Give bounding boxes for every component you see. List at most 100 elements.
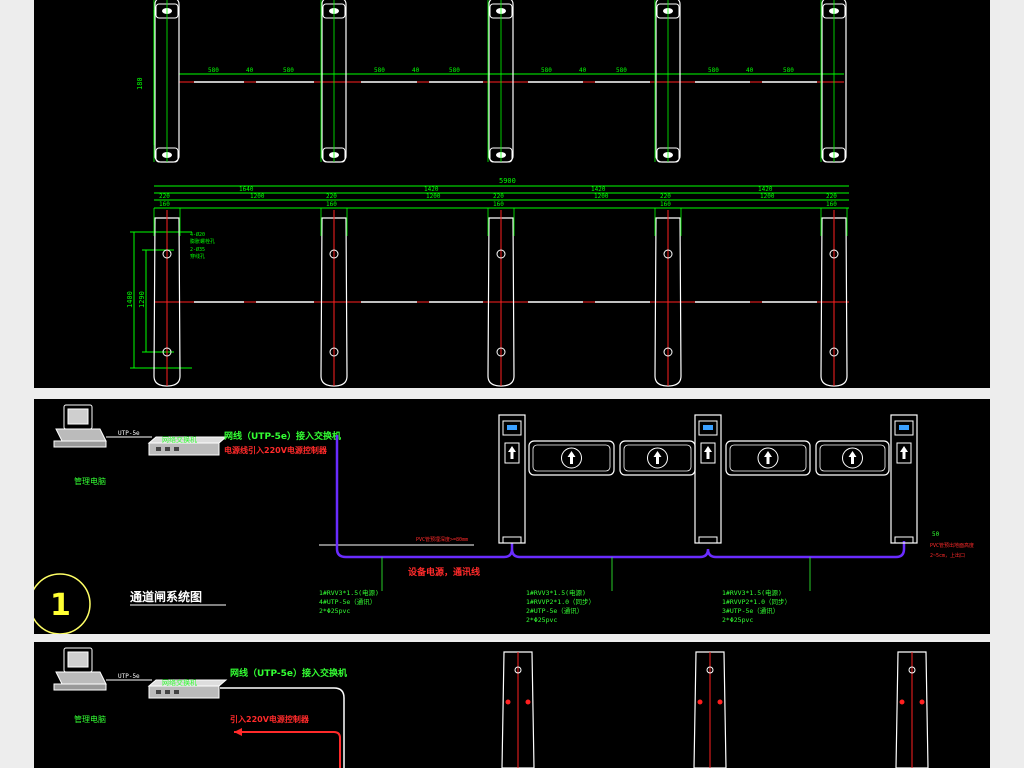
sub-dim-value: 1200 [760, 193, 775, 200]
top-dim-labels: 580 40 580 580 40 580 580 40 580 580 40 580 [208, 67, 794, 74]
side-view-posts [153, 208, 848, 387]
glass-leaf [725, 440, 811, 476]
drawing-number: 1 [50, 588, 71, 623]
top-dim-value: 580 [783, 67, 794, 74]
system-diagram-panel: 管理电脑 UTP-5e 网络交换机 网线（UTP-5e）接入交换机 电源线引入2… [34, 399, 990, 634]
height-dim-label: 180 [136, 77, 144, 90]
cable-spec-line: 2*Φ25pvc [319, 607, 350, 615]
cable-spec-line: 4#UTP-5e（通讯） [319, 597, 376, 606]
top-dim-value: 580 [616, 67, 627, 74]
network-note: 网线（UTP-5e）接入交换机 [224, 430, 341, 442]
computer-label: 管理电脑 [74, 476, 106, 486]
right-note-2: 2~5cm，上出口 [930, 552, 965, 559]
cable-spec-line: 2*Φ25pvc [722, 616, 753, 624]
right-code: 50 [932, 531, 940, 538]
post-top-dim-value: 220 [159, 193, 170, 200]
post-top-dim-value: 220 [826, 193, 837, 200]
post-inner-dim-value: 160 [159, 201, 170, 208]
side-post [487, 208, 515, 387]
gate-plan-panel: 180 580 40 580 580 40 580 580 40 580 580 40 580 590… [34, 0, 990, 388]
top-dim-value: 580 [449, 67, 460, 74]
cable-spec-line: 1#RVV3*1.5(电源) [722, 588, 782, 597]
inner-height-label: 1290 [138, 291, 146, 308]
height-ticks [130, 231, 192, 369]
gate-post [694, 414, 722, 544]
conduit-note: PVC管预埋深度>=80mm [416, 536, 468, 543]
network-switch-icon-2 [147, 679, 228, 699]
outer-height-label: 1400 [126, 291, 134, 308]
hole-note-1: 4-Ø20 [190, 231, 205, 238]
switch-label: 网络交换机 [162, 435, 197, 444]
post-top-dim-value: 220 [493, 193, 504, 200]
top-dim-value: 40 [246, 67, 254, 74]
top-dim-value: 40 [746, 67, 754, 74]
red-arrow-icon [234, 728, 242, 736]
post-top-dim-value: 220 [326, 193, 337, 200]
glass-leaf [528, 440, 615, 476]
bottom-post [895, 651, 929, 768]
top-dim-value: 580 [374, 67, 385, 74]
top-dim-value: 580 [708, 67, 719, 74]
top-dim-value: 580 [283, 67, 294, 74]
gate-post [498, 414, 526, 544]
side-post [654, 208, 682, 387]
total-dim-label: 5900 [499, 177, 516, 185]
cable-spec-line: 2*Φ25pvc [526, 616, 557, 624]
red-cable [234, 731, 341, 768]
computer-cable-label-2: UTP-5e [118, 673, 140, 680]
top-post [320, 0, 347, 163]
power-note: 电源线引入220V电源控制器 [224, 445, 328, 455]
sub-dim-value: 1200 [250, 193, 265, 200]
post-inner-dim-value: 160 [826, 201, 837, 208]
cable-spec-group: 1#RVV3*1.5(电源)1#RVVP2*1.0（同步）3#UTP-5e（通讯… [722, 557, 811, 624]
network-note-2: 网线（UTP-5e）接入交换机 [230, 667, 347, 679]
top-post [654, 0, 681, 163]
sub-dim-value: 1200 [426, 193, 441, 200]
cable-spec-line: 1#RVV3*1.5(电源) [319, 588, 379, 597]
cable-spec-line: 1#RVVP2*1.0（同步） [526, 598, 595, 606]
side-post [153, 208, 181, 387]
computer-icon-2 [53, 647, 107, 691]
equipment-note: 设备电源，通讯线 [408, 566, 480, 578]
top-view-posts [153, 0, 847, 163]
diagram-title: 通道闸系统图 [130, 589, 202, 604]
drawing-number-circle [34, 573, 91, 634]
span-dim-value: 1640 [239, 186, 254, 193]
top-post [820, 0, 847, 163]
bottom-panel: 管理电脑 UTP-5e 网络交换机 网线（UTP-5e）接入交换机 引入220V… [34, 642, 990, 768]
bottom-post [501, 651, 535, 768]
bottom-diagram: 管理电脑 UTP-5e 网络交换机 网线（UTP-5e）接入交换机 引入220V… [53, 647, 929, 768]
system-diagram: 管理电脑 UTP-5e 网络交换机 网线（UTP-5e）接入交换机 电源线引入2… [34, 404, 974, 634]
side-post [820, 208, 848, 387]
cable-route [335, 435, 906, 559]
switch-label-2: 网络交换机 [162, 678, 197, 687]
top-dim-value: 40 [579, 67, 587, 74]
gate-plan-drawing: 180 580 40 580 580 40 580 580 40 580 580 40 580 590… [126, 0, 849, 387]
cable-spec-line: 1#RVVP2*1.0（同步） [722, 598, 791, 606]
cable-spec-line: 2#UTP-5e（通讯） [526, 606, 583, 615]
power-note-2: 引入220V电源控制器 [230, 714, 310, 724]
span-dim-value: 1420 [591, 186, 606, 193]
right-note: PVC管预出地面高度 [930, 542, 974, 549]
cable-spec-group: 1#RVV3*1.5(电源)4#UTP-5e（通讯）2*Φ25pvc [319, 557, 383, 615]
bottom-posts [501, 651, 929, 768]
hole-note-3: 2-Ø35 [190, 246, 205, 253]
top-post [487, 0, 514, 163]
white-cable [220, 687, 345, 768]
bottom-post [693, 651, 727, 768]
post-inner-dim-value: 160 [493, 201, 504, 208]
top-dim-value: 580 [541, 67, 552, 74]
computer-icon [53, 404, 107, 448]
top-dim-value: 40 [412, 67, 420, 74]
computer-label-2: 管理电脑 [74, 714, 106, 724]
top-post [153, 0, 180, 163]
gate-elevation [498, 414, 918, 544]
cable-spec-group: 1#RVV3*1.5(电源)1#RVVP2*1.0（同步）2#UTP-5e（通讯… [526, 557, 613, 624]
sub-dim-value: 1200 [594, 193, 609, 200]
top-dim-value: 580 [208, 67, 219, 74]
hole-note-2: 膨胀螺栓孔 [190, 238, 215, 245]
post-top-dim-value: 220 [660, 193, 671, 200]
network-switch-icon [147, 436, 228, 456]
post-inner-dim-value: 160 [660, 201, 671, 208]
cable-spec-line: 1#RVV3*1.5(电源) [526, 588, 586, 597]
